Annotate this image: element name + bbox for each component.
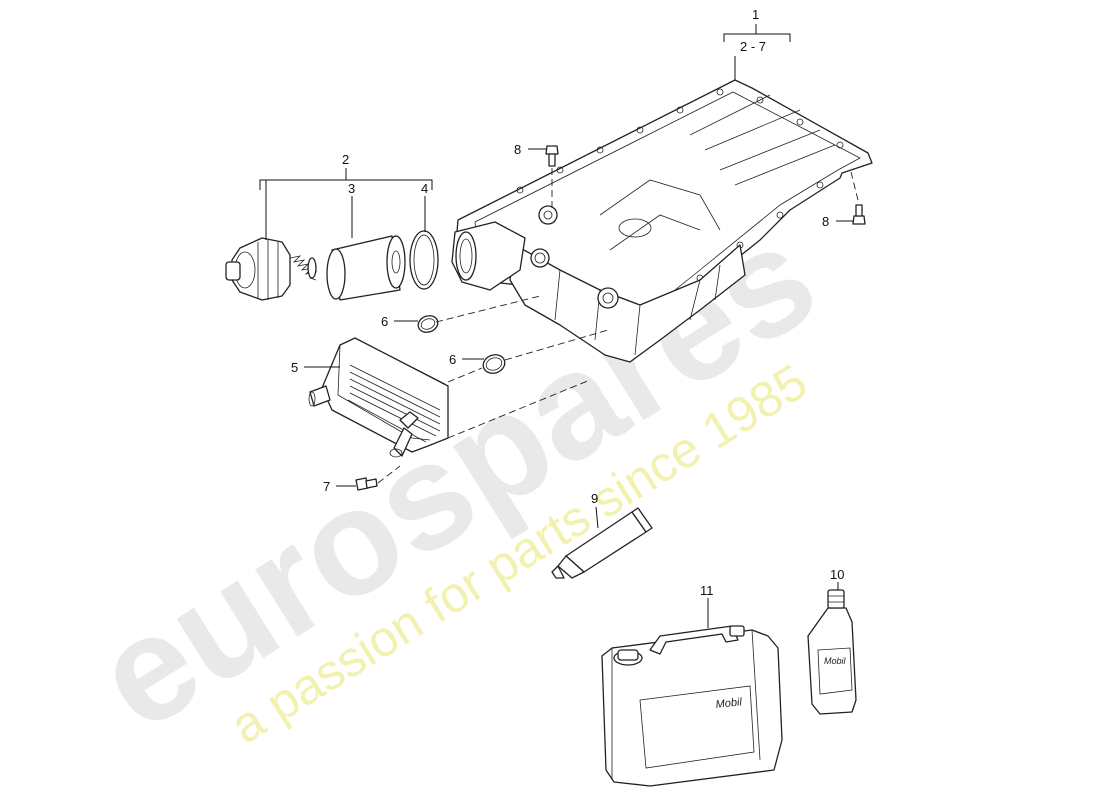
callout-4: 4 [421,181,428,196]
callout-10: 10 [830,567,844,582]
callout-1: 1 [752,7,759,22]
callout-6-upper: 6 [381,314,388,329]
callout-5: 5 [291,360,298,375]
sealant-tube-icon [551,507,653,579]
oil-bottle-icon: Mobil [807,589,857,715]
callout-9: 9 [591,491,598,506]
canister-brand-label: Mobil [715,696,743,711]
assembly-lines [377,167,859,484]
callout-3: 3 [348,181,355,196]
callout-labels: 1 2 - 7 2 3 4 5 6 6 7 8 8 9 10 11 [291,7,844,598]
callout-8-top: 8 [514,142,521,157]
callout-1-range: 2 - 7 [740,39,766,54]
callout-11: 11 [700,583,714,598]
bottle-brand-label: Mobil [824,656,847,666]
o-ring-icon-lower [482,354,506,374]
callout-8-right: 8 [822,214,829,229]
filter-element-icon [326,235,406,301]
o-ring-icon-upper [417,315,439,333]
bolt-icon-8-right [852,204,866,225]
callout-6-lower: 6 [449,352,456,367]
bolt-icon-7 [355,477,378,491]
o-ring-icon [409,230,439,290]
callout-7: 7 [323,479,330,494]
bolt-icon-8-top [545,145,559,167]
oil-pan-icon [451,79,873,363]
filter-housing-icon [225,237,318,301]
callout-lines [259,24,853,628]
oil-canister-icon: Mobil [601,625,783,787]
callout-2: 2 [342,152,349,167]
oil-cooler-icon [308,337,449,458]
